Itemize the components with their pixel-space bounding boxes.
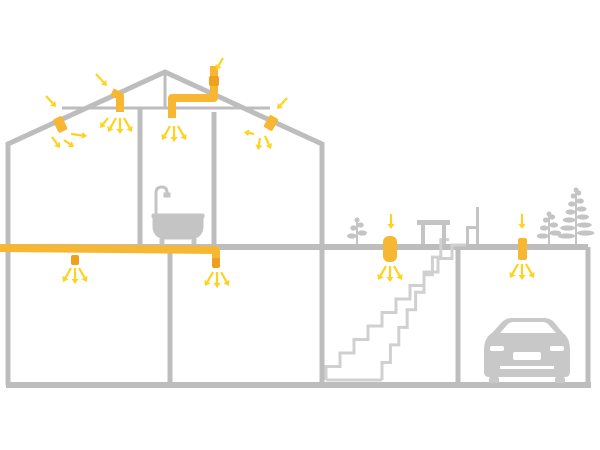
car-headlight-left bbox=[490, 346, 504, 351]
car-headlight-right bbox=[550, 346, 564, 351]
light-arrow bbox=[161, 125, 171, 140]
light-arrow bbox=[107, 117, 117, 132]
light-arrow bbox=[95, 73, 107, 86]
light-arrow bbox=[220, 271, 230, 286]
roof-dome bbox=[209, 76, 219, 86]
plant-icon bbox=[557, 187, 595, 244]
light-arrow bbox=[177, 125, 187, 140]
light-arrow bbox=[70, 131, 87, 139]
light-arrow bbox=[123, 117, 133, 132]
light-arrow bbox=[255, 137, 263, 150]
chair-icon bbox=[466, 207, 479, 244]
light-arrow bbox=[393, 265, 403, 280]
light-arrow bbox=[244, 129, 255, 137]
light-arrow bbox=[525, 263, 535, 278]
light-arrow bbox=[509, 263, 519, 278]
light-arrow bbox=[100, 117, 109, 128]
light-arrow bbox=[213, 272, 221, 288]
plant-icons bbox=[346, 187, 595, 244]
light-arrow bbox=[518, 214, 526, 229]
light-arrow bbox=[377, 265, 387, 280]
light-arrow bbox=[386, 266, 394, 282]
facade-tube bbox=[0, 244, 220, 264]
light-arrow bbox=[215, 57, 224, 70]
light-arrow bbox=[277, 97, 288, 109]
roof-tube-center-left bbox=[110, 88, 124, 112]
roof-tube-left bbox=[53, 116, 68, 133]
light-arrow bbox=[62, 267, 72, 282]
light-arrow bbox=[78, 267, 88, 282]
ceiling-diffuser-right bbox=[212, 258, 220, 268]
stair-steps-back bbox=[380, 238, 450, 380]
light-arrow bbox=[51, 136, 60, 148]
bathtub-icon bbox=[151, 185, 205, 245]
table-icon bbox=[417, 220, 450, 244]
light-arrow bbox=[45, 95, 56, 107]
roof-tube-right bbox=[263, 115, 279, 131]
car-icon bbox=[484, 318, 570, 383]
terrace-tube-stairs bbox=[383, 236, 397, 262]
light-arrow bbox=[204, 271, 214, 286]
car-windshield bbox=[500, 322, 556, 333]
light-arrow bbox=[71, 268, 79, 284]
car-bumper-line bbox=[500, 366, 554, 369]
light-arrows bbox=[45, 57, 535, 288]
ceiling-diffuser-left bbox=[71, 255, 79, 265]
stair-steps-front bbox=[324, 243, 466, 380]
light-arrow bbox=[518, 264, 526, 280]
light-tubes bbox=[0, 66, 527, 268]
light-arrow bbox=[116, 118, 124, 134]
light-arrow bbox=[170, 126, 178, 142]
light-arrow bbox=[264, 135, 273, 149]
light-arrow bbox=[63, 139, 74, 147]
plant-icon bbox=[536, 211, 562, 244]
staircase bbox=[324, 238, 466, 382]
car-grille bbox=[513, 352, 541, 360]
terrace-tube-garage bbox=[518, 238, 527, 260]
plant-icon bbox=[346, 217, 368, 244]
light-arrow bbox=[387, 214, 395, 229]
